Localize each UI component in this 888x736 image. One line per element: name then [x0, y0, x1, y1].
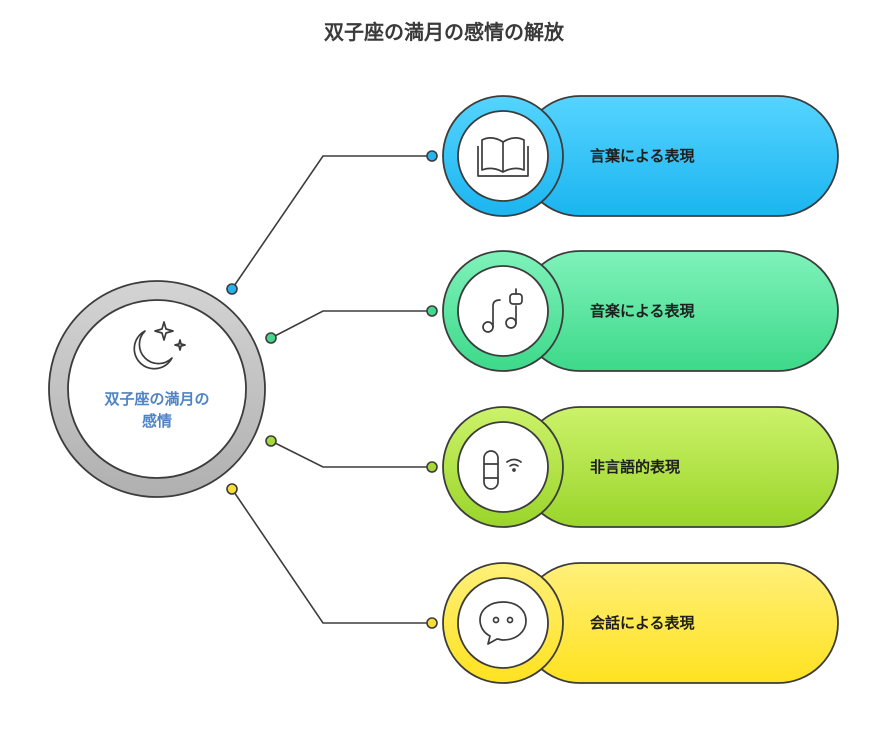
item-2-label: 音楽による表現	[590, 302, 695, 320]
connector-2	[270, 310, 430, 339]
open-book-icon	[477, 137, 529, 177]
item-4-label: 会話による表現	[590, 614, 695, 632]
item-2-node	[442, 250, 839, 372]
center-label-line1: 双子座の満月の	[104, 390, 210, 408]
connector-dots	[226, 150, 438, 629]
music-note-icon	[482, 288, 523, 333]
item-1-node	[442, 95, 839, 217]
connector-1	[231, 155, 430, 290]
connector-4	[231, 488, 430, 624]
speaker-signal-icon	[483, 450, 522, 490]
moon-stars-icon	[133, 321, 186, 370]
item-3-label: 非言語的表現	[590, 458, 681, 476]
connector-3	[270, 440, 430, 468]
center-label-line2: 感情	[141, 412, 172, 430]
item-1-label: 言葉による表現	[590, 147, 695, 165]
item-4-node	[442, 562, 839, 684]
connectors	[231, 155, 430, 624]
item-3-node	[442, 406, 839, 528]
center-label: 双子座の満月の 感情	[72, 388, 242, 432]
chat-bubble-icon	[479, 601, 527, 645]
page-title: 双子座の満月の感情の解放	[324, 20, 564, 44]
center-node	[48, 280, 266, 498]
